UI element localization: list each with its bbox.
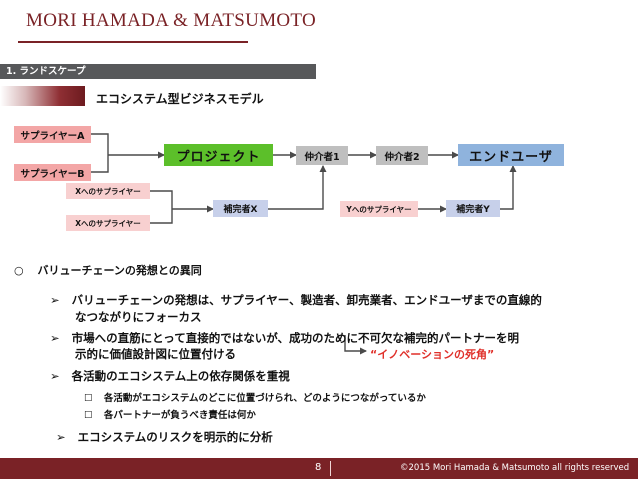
sub-bullet-2: ☐ 各パートナーが負うべき責任は何か [84, 407, 256, 421]
end-user-box: エンドユーザ [458, 144, 564, 166]
intermediary-2-box: 仲介者2 [376, 146, 428, 165]
connector-supplier-b [91, 155, 109, 173]
connector-x-supplier-2 [150, 209, 173, 224]
copyright-text: ©2015 Mori Hamada & Matsumoto all rights… [400, 463, 630, 473]
section-header: 1. ランドスケープ [0, 64, 316, 79]
complement-x-box: 補完者X [213, 200, 268, 217]
arrow-bullet-icon: ➢ [50, 293, 60, 307]
sub-bullet-1-text: 各活動がエコシステムのどこに位置づけられ、どのようにつながっているか [103, 393, 426, 404]
firm-logo: MORI HAMADA & MATSUMOTO [26, 10, 316, 31]
bullet-4-text: エコシステムのリスクを明示的に分析 [77, 430, 273, 444]
diagram-title: エコシステム型ビジネスモデル [96, 92, 264, 106]
note-callout-line [344, 335, 367, 355]
footer-divider [330, 461, 331, 476]
bullet-1-line-2: なつながりにフォーカス [75, 310, 202, 324]
bullet-1-line-1: バリューチェーンの発想は、サプライヤー、製造者、卸売業者、エンドユーザまでの直線… [71, 293, 542, 307]
supplier-a-box: サプライヤーA [14, 126, 91, 143]
arrow-bullet-icon: ➢ [56, 430, 66, 444]
connector-x-supplier-1 [150, 190, 173, 209]
arrow-bullet-icon: ➢ [50, 331, 60, 345]
sub-bullet-2-text: 各パートナーが負うべき責任は何か [103, 410, 256, 421]
bullet-2: ➢ 市場への直筋にとって直接的ではないが、成功のために不可欠な補完的パートナーを… [50, 330, 519, 346]
supplier-b-box: サプライヤーB [14, 164, 91, 181]
page-number: 8 [315, 462, 322, 473]
project-box: プロジェクト [164, 144, 273, 166]
connector-complement-y-to-enduser [500, 165, 517, 210]
complement-y-box: 補完者Y [446, 200, 500, 217]
title-accent-swatch [0, 86, 85, 106]
connector-complement-x-to-intermediary1 [268, 165, 327, 210]
logo-underline [18, 41, 248, 43]
x-supplier-1-box: Xへのサプライヤー [66, 183, 150, 199]
bullet-4: ➢ エコシステムのリスクを明示的に分析 [56, 429, 273, 445]
bullet-1: ➢ バリューチェーンの発想は、サプライヤー、製造者、卸売業者、エンドユーザまでの… [50, 292, 542, 308]
circle-bullet-icon: ○ [14, 264, 24, 277]
comparison-heading: ○ バリューチェーンの発想との異同 [14, 262, 202, 278]
bullet-2-line-1: 市場への直筋にとって直接的ではないが、成功のために不可欠な補完的パートナーを明 [71, 331, 520, 345]
bullet-3-text: 各活動のエコシステム上の依存関係を重視 [71, 369, 290, 383]
sub-bullet-1: ☐ 各活動がエコシステムのどこに位置づけられ、どのようにつながっているか [84, 390, 426, 404]
checkbox-bullet-icon: ☐ [84, 393, 93, 404]
arrow-bullet-icon: ➢ [50, 369, 60, 383]
connector-supplier-a [91, 133, 109, 155]
intermediary-1-box: 仲介者1 [296, 146, 348, 165]
bullet-2-line-2: 示的に価値設計図に位置付ける [75, 347, 236, 361]
x-supplier-2-box: Xへのサプライヤー [66, 215, 150, 231]
bullet-3: ➢ 各活動のエコシステム上の依存関係を重視 [50, 368, 290, 384]
comparison-heading-text: バリューチェーンの発想との異同 [37, 264, 202, 277]
y-supplier-box: Yへのサプライヤー [340, 201, 418, 217]
innovation-blind-spot-note: “イノベーションの死角” [370, 348, 495, 361]
footer-bar: 8 ©2015 Mori Hamada & Matsumoto all righ… [0, 458, 638, 479]
checkbox-bullet-icon: ☐ [84, 410, 93, 421]
